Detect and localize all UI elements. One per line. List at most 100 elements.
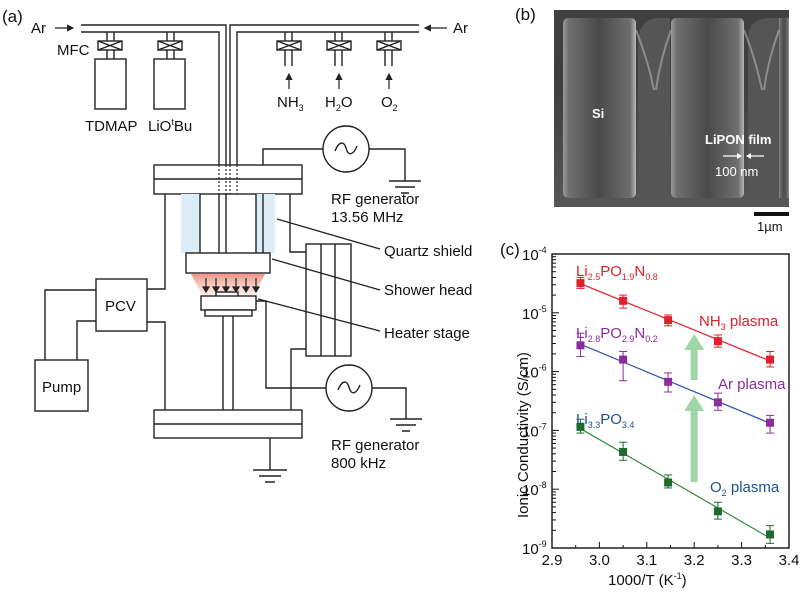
data-point: [713, 507, 722, 516]
left-gas-line-outer: [81, 24, 227, 183]
series-condition-label: NH3 plasma: [699, 313, 779, 332]
si-pillar-2: [671, 18, 744, 198]
mfc-valve-liotbu: [157, 40, 183, 51]
pump-label: Pump: [42, 379, 81, 396]
thickness-label: 100 nm: [715, 164, 758, 179]
ar-inlet-left-label: Ar: [31, 20, 46, 37]
fit-line: [580, 428, 771, 539]
series-formula-label: Li3.3PO3.4: [576, 411, 634, 430]
series-condition-label: Ar plasma: [718, 376, 786, 393]
series-formula-label: Li2.8PO2.9N0.2: [576, 325, 658, 344]
left-gas-line-inner: [81, 31, 220, 183]
series-o2-plasma: [576, 418, 775, 544]
pcv-box: [95, 278, 148, 332]
data-point: [664, 478, 673, 487]
scale-bar-label: 1µm: [757, 219, 783, 234]
x-axis-label: 1000/T (K-1): [608, 571, 687, 589]
data-point: [664, 316, 673, 325]
thickness-arrows: [737, 153, 751, 159]
data-point: [713, 398, 722, 407]
lipon-film-label: LiPON film: [705, 132, 771, 147]
y-tick-labels: 10-4 10-5 10-6 10-7 10-8 10-9: [522, 245, 547, 558]
data-point: [576, 341, 585, 350]
pump-box: [34, 359, 89, 412]
series-nh3-plasma: [576, 276, 775, 368]
data-point: [766, 355, 775, 364]
panel-b-label: (b): [515, 5, 536, 24]
ground-icon-chamber: [253, 438, 287, 483]
tdmap-bottle: [94, 58, 127, 110]
callout-shower-head: Shower head: [384, 282, 472, 299]
data-point: [619, 296, 628, 305]
data-point: [619, 447, 628, 456]
y-tick-label: 10-5: [522, 304, 547, 323]
pcv-label: PCV: [105, 298, 136, 315]
x-tick-label: 3.3: [731, 552, 752, 569]
y-tick-label: 10-4: [522, 245, 547, 264]
data-point: [766, 418, 775, 427]
minor-ticks: [551, 256, 790, 549]
x-tick-label: 3.0: [589, 552, 610, 569]
y-tick-label: 10-7: [522, 421, 547, 440]
quartz-shield-left: [181, 194, 200, 253]
ar-inlet-right-label: Ar: [453, 20, 468, 37]
x-tick-label: 3.1: [636, 552, 657, 569]
rf-bottom-line1: RF generator: [331, 437, 419, 454]
liotbu-bottle: [153, 58, 186, 110]
liotbu-label: LiOtBu: [148, 117, 192, 135]
rf-bottom-line2: 800 kHz: [331, 455, 386, 472]
data-point: [576, 279, 585, 288]
series-layer: [576, 276, 775, 544]
y-tick-label: 10-8: [522, 480, 547, 499]
gas-flow-arrows: [201, 278, 261, 294]
heater-stage: [200, 295, 257, 311]
right-gas-line-inner: [236, 31, 419, 183]
ac-wave-icon: [337, 381, 361, 394]
data-point: [664, 377, 673, 386]
shower-head: [185, 252, 271, 274]
y-tick-label: 10-6: [522, 363, 547, 382]
quartz-shield-right: [256, 194, 275, 253]
ac-wave-icon: [334, 142, 358, 155]
data-point: [766, 530, 775, 539]
rf-top-line2: 13.56 MHz: [331, 209, 404, 226]
si-pillar-3: [779, 18, 789, 198]
fit-line: [580, 283, 771, 362]
mfc-valve-o2: [376, 32, 402, 66]
mfc-valve-tdmap: [97, 40, 123, 51]
si-pillar-1: [563, 18, 636, 198]
nh3-label: NH3: [277, 94, 304, 113]
scale-bar: [754, 212, 789, 216]
x-tick-label: 3.4: [779, 552, 800, 569]
callout-quartz-shield: Quartz shield: [384, 243, 472, 260]
series-ar-plasma: [576, 332, 775, 434]
trend-arrow-head: [684, 395, 705, 411]
tdmap-label: TDMAP: [85, 118, 138, 135]
ground-icon-top: [389, 180, 421, 194]
panel-a: (a) Ar MFC TDMAP LiOtBu Ar: [2, 7, 472, 483]
panel-b: (b) Si LiPON film 100 nm 1µm: [515, 5, 789, 234]
data-point: [619, 355, 628, 364]
panel-c-label: (c): [500, 240, 520, 259]
matching-box: [305, 243, 352, 357]
right-gas-line-outer: [229, 24, 419, 183]
x-tick-label: 3.2: [684, 552, 705, 569]
trend-arrows: [684, 334, 705, 482]
panel-a-label: (a): [2, 7, 23, 26]
data-point: [576, 422, 585, 431]
callout-heater-stage: Heater stage: [384, 325, 470, 342]
series-condition-label: O2 plasma: [710, 479, 780, 498]
plot-frame: [551, 253, 790, 549]
trend-arrow-shaft: [690, 348, 698, 380]
trend-arrow-shaft: [690, 409, 698, 482]
h2o-label: H2O: [325, 94, 353, 113]
rf-top-line1: RF generator: [331, 191, 419, 208]
o2-label: O2: [381, 94, 398, 113]
trend-arrow-head: [684, 334, 705, 350]
y-tick-label: 10-9: [522, 539, 547, 558]
mfc-valve-h2o: [326, 32, 352, 66]
